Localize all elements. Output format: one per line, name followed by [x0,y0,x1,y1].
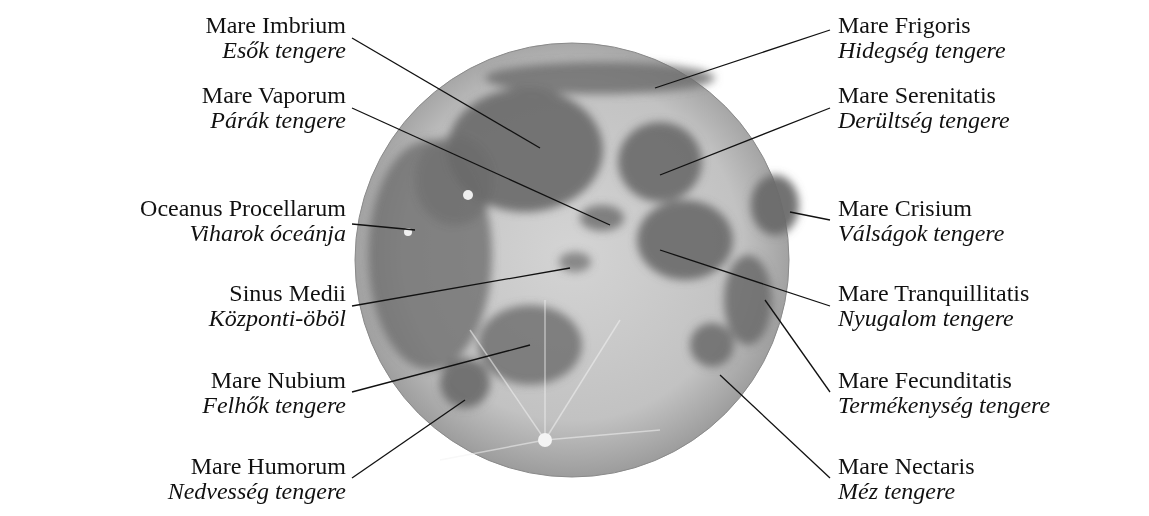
leader-lines [352,30,830,478]
hungarian-name: Viharok óceánja [189,219,346,247]
leader-line [352,345,530,392]
hungarian-name: Párák tengere [210,106,346,134]
latin-name: Mare Fecunditatis [838,366,1012,394]
leader-line [660,108,830,175]
latin-name: Mare Tranquillitatis [838,279,1029,307]
latin-name: Mare Vaporum [202,81,346,109]
leader-line [655,30,830,88]
hungarian-name: Méz tengere [838,477,955,505]
leader-line [352,400,465,478]
hungarian-name: Esők tengere [222,36,346,64]
latin-name: Mare Nectaris [838,452,975,480]
hungarian-name: Termékenység tengere [838,391,1050,419]
leader-line [765,300,830,392]
hungarian-name: Nedvesség tengere [168,477,346,505]
leader-line [352,38,540,148]
latin-name: Mare Crisium [838,194,972,222]
latin-name: Mare Frigoris [838,11,971,39]
maria [368,62,799,408]
leader-line [660,250,830,306]
latin-name: Mare Humorum [191,452,346,480]
latin-name: Sinus Medii [229,279,346,307]
tycho-crater [538,433,552,447]
leader-line [720,375,830,478]
leader-line [790,212,830,220]
moon-disc [355,43,789,477]
hungarian-name: Nyugalom tengere [838,304,1014,332]
leader-line [352,268,570,306]
leader-line [352,108,610,225]
hungarian-name: Derültség tengere [838,106,1010,134]
hungarian-name: Hidegség tengere [838,36,1006,64]
latin-name: Mare Imbrium [205,11,346,39]
leader-line [352,224,415,230]
crater-rays [440,300,660,460]
hungarian-name: Válságok tengere [838,219,1004,247]
hungarian-name: Felhők tengere [202,391,346,419]
latin-name: Mare Nubium [211,366,346,394]
latin-name: Oceanus Procellarum [140,194,346,222]
latin-name: Mare Serenitatis [838,81,996,109]
copernicus-crater [463,190,473,200]
hungarian-name: Központi-öböl [209,304,346,332]
